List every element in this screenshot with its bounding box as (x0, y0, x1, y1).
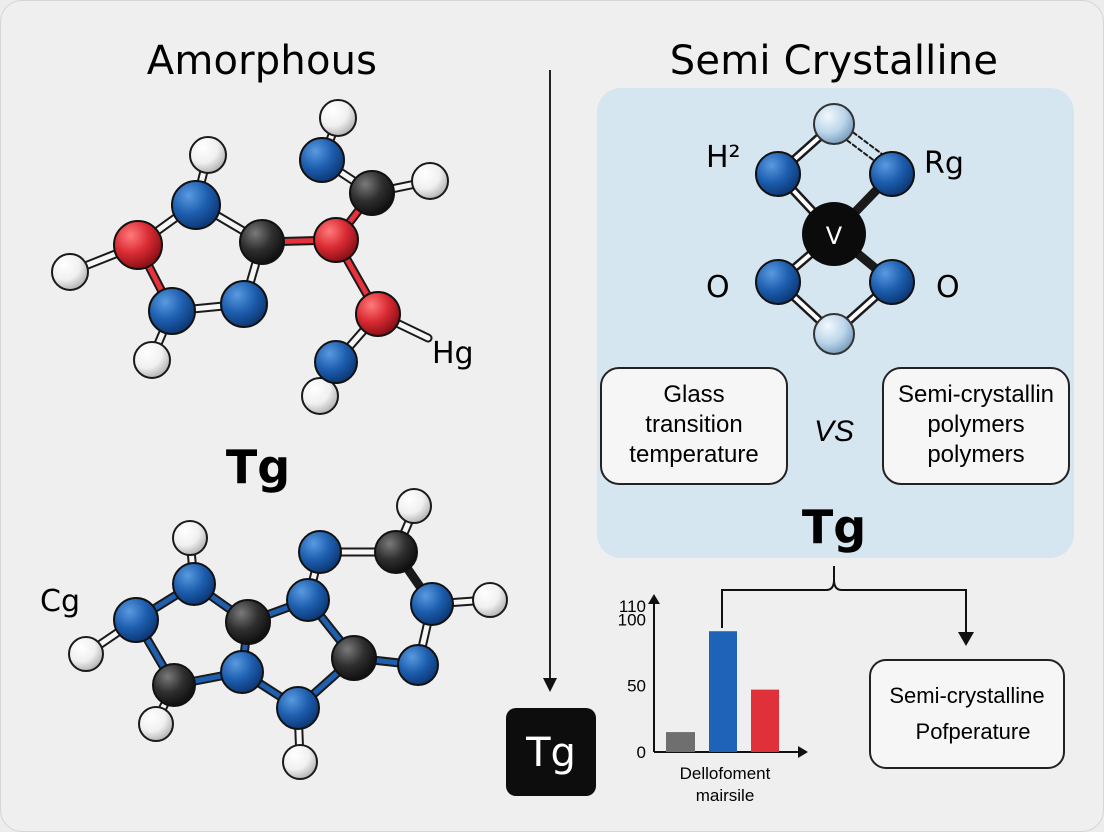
amorphous-molecule-top (51, 99, 449, 415)
vs-label: VS (814, 415, 854, 448)
glass-line-2: transition (645, 411, 742, 438)
glass-line-1: Glass (663, 381, 724, 408)
glass-transition-box (600, 367, 788, 485)
chart-bar (751, 689, 779, 752)
x-label-line-1: Dellofoment (680, 764, 771, 783)
label-hg: Hg (432, 336, 474, 371)
label-h2: H² (706, 140, 741, 175)
semi-crystalline-molecule (755, 103, 915, 355)
right-title: Semi Crystalline (670, 38, 998, 84)
result-box (869, 659, 1065, 769)
chart-bar (666, 732, 695, 752)
center-atom-symbol: V (826, 222, 843, 250)
result-line-1: Semi-crystalline (889, 683, 1044, 708)
y-tick-label: 100 (618, 610, 646, 629)
x-label-line-2: mairsile (696, 786, 755, 805)
label-o-right: O (936, 270, 960, 305)
tg-badge-text: Tg (525, 730, 576, 776)
chart-bar (709, 631, 737, 752)
semi-line-1: Semi-crystallin (898, 381, 1054, 408)
label-o-left: O (706, 270, 730, 305)
result-line-2: Pofperature (916, 719, 1031, 744)
tg-badge (506, 708, 596, 796)
right-tg-label: Tg (802, 500, 866, 554)
x-axis-arrow (798, 746, 808, 758)
left-tg-label: Tg (226, 440, 290, 494)
left-title: Amorphous (147, 38, 377, 84)
y-axis-arrow (648, 594, 660, 604)
semi-line-3: polymers (927, 441, 1024, 468)
bracket-connector (721, 566, 967, 634)
glass-line-3: temperature (629, 441, 758, 468)
y-tick-label: 0 (637, 743, 646, 762)
y-tick-label: 50 (627, 677, 646, 696)
semi-line-2: polymers (927, 411, 1024, 438)
y-tick-label: 110 (619, 597, 646, 616)
bracket-arrow-head (958, 632, 974, 646)
divider-arrow-head (543, 678, 557, 692)
amorphous-molecule-bottom (68, 488, 508, 780)
semi-crystalline-polymers-box (882, 367, 1070, 485)
label-rg: Rg (924, 146, 964, 181)
label-cg: Cg (40, 584, 80, 619)
